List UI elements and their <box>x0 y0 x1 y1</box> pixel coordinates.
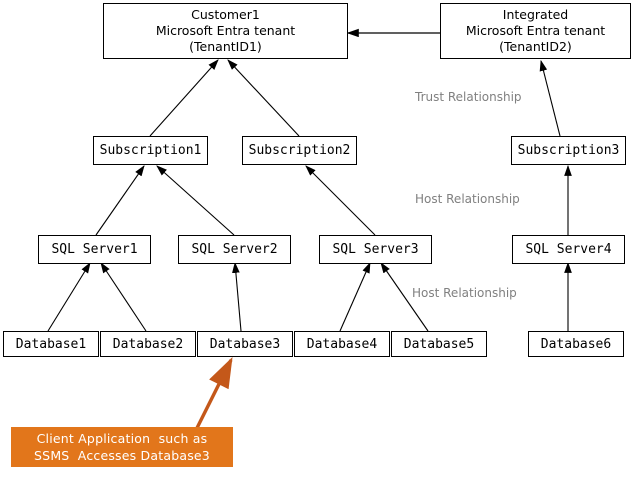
server-box-sql-server1[interactable]: SQL Server1 <box>38 235 151 264</box>
edge-server1-to-subscription1 <box>95 165 145 236</box>
edge-database4-to-server3 <box>339 261 371 332</box>
sql-server2-label: SQL Server2 <box>191 242 278 257</box>
database6-label: Database6 <box>540 336 612 352</box>
database-box-database2[interactable]: Database2 <box>100 331 196 357</box>
edge-database2-to-server1 <box>100 262 147 332</box>
database-box-database5[interactable]: Database5 <box>391 331 487 357</box>
label-trust-relationship: Trust Relationship <box>415 90 522 104</box>
tenant-box-integrated[interactable]: Integrated Microsoft Entra tenant (Tenan… <box>440 3 631 59</box>
database-box-database3[interactable]: Database3 <box>197 331 293 357</box>
edge-subscription2-to-tenant1 <box>227 59 300 137</box>
server-box-sql-server2[interactable]: SQL Server2 <box>178 235 291 264</box>
database-box-database6[interactable]: Database6 <box>528 331 624 357</box>
subscription-box-subscription1[interactable]: Subscription1 <box>93 136 208 165</box>
callout-line2: SSMS Accesses Database3 <box>34 448 210 463</box>
tenant-customer1-line2: Microsoft Entra tenant <box>155 23 296 38</box>
subscription-box-subscription2[interactable]: Subscription2 <box>242 136 357 165</box>
callout-client-application[interactable]: Client Application such as SSMS Accesses… <box>11 427 233 467</box>
edge-database1-to-server1 <box>47 262 91 332</box>
tenant-integrated-line1: Integrated <box>502 7 569 22</box>
tenant-box-customer1[interactable]: Customer1 Microsoft Entra tenant (Tenant… <box>103 3 348 59</box>
callout-line1: Client Application such as <box>36 431 208 446</box>
tenant-customer1-line1: Customer1 <box>191 7 260 22</box>
edge-server2-to-subscription1 <box>156 165 235 236</box>
database1-label: Database1 <box>15 336 87 352</box>
tenant-customer1-line3: (TenantID1) <box>189 39 262 54</box>
edge-server3-to-subscription2 <box>305 165 376 236</box>
edge-database3-to-server2 <box>232 261 242 332</box>
edge-callout-to-database3 <box>194 356 233 431</box>
subscription3-label: Subscription3 <box>517 143 620 158</box>
subscription2-label: Subscription2 <box>248 143 351 158</box>
database3-label: Database3 <box>209 336 281 352</box>
edge-subscription3-to-tenant2 <box>539 59 561 137</box>
server-box-sql-server4[interactable]: SQL Server4 <box>512 235 625 264</box>
database-box-database4[interactable]: Database4 <box>294 331 390 357</box>
tenant-integrated-line3: (TenantID2) <box>499 39 572 54</box>
server-box-sql-server3[interactable]: SQL Server3 <box>319 235 432 264</box>
edge-subscription1-to-tenant1 <box>149 59 219 137</box>
database5-label: Database5 <box>403 336 475 352</box>
tenant-integrated-line2: Microsoft Entra tenant <box>465 23 606 38</box>
database-box-database1[interactable]: Database1 <box>3 331 99 357</box>
label-host-relationship-lower: Host Relationship <box>412 286 517 300</box>
subscription1-label: Subscription1 <box>99 143 202 158</box>
label-host-relationship-upper: Host Relationship <box>415 192 520 206</box>
sql-server4-label: SQL Server4 <box>525 242 612 257</box>
database4-label: Database4 <box>306 336 378 352</box>
sql-server3-label: SQL Server3 <box>332 242 419 257</box>
database2-label: Database2 <box>112 336 184 352</box>
sql-server1-label: SQL Server1 <box>51 242 138 257</box>
subscription-box-subscription3[interactable]: Subscription3 <box>511 136 626 165</box>
